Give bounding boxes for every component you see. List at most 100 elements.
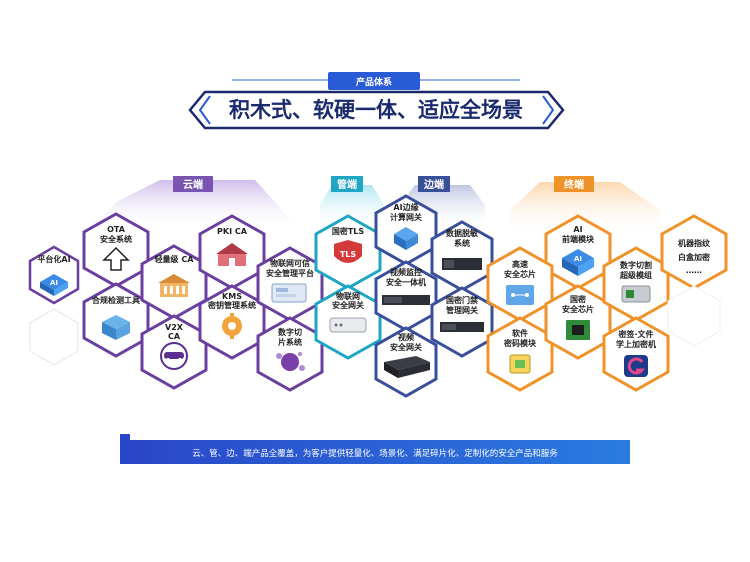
door-label: 国密门禁 — [446, 295, 478, 305]
encryption-label: 密签·文件 — [617, 329, 653, 339]
door-server-icon — [440, 322, 484, 332]
hex-ai-edge[interactable]: AI边缘 计算网关 — [374, 194, 438, 266]
hs-chip-label: 高速 — [512, 259, 528, 269]
g-logo-icon — [624, 355, 648, 377]
hex-fingerprint[interactable]: 机器指纹 白盒加密 …… — [660, 214, 728, 290]
sw-module-label-2: 密码模块 — [503, 338, 537, 348]
title-left-chevron — [198, 95, 211, 125]
iot-platform-label-2: 安全管理平台 — [266, 268, 314, 278]
header: 产品体系 积木式、软硬一体、适应全场景 — [188, 72, 565, 130]
rack-server-icon — [382, 295, 430, 305]
ai-module-label: AI — [573, 225, 582, 234]
svg-text:AI: AI — [50, 279, 58, 287]
hex-empty-left — [29, 308, 79, 366]
tls-label: 国密TLS — [332, 226, 365, 236]
building-icon — [158, 274, 190, 297]
digital-module-label-2: 超级模组 — [619, 270, 652, 280]
pipe-tag: 管端 — [337, 178, 357, 191]
tls-badge: TLS — [340, 250, 357, 259]
hex-gm-chip[interactable]: 国密 安全芯片 — [544, 284, 612, 360]
cloud-tag-box — [173, 176, 213, 192]
hex-ai-module[interactable]: AI 前端模块 AI — [544, 214, 612, 290]
footer-bg — [120, 440, 630, 464]
gm-chip-label: 国密 — [570, 294, 586, 304]
video-gateway-label: 视频 — [398, 332, 414, 342]
hex-empty-right — [667, 285, 721, 347]
hex-door[interactable]: 国密门禁 管理网关 — [430, 286, 494, 358]
hex-sw-module[interactable]: 软件 密码模块 — [486, 316, 554, 392]
hex-hs-chip[interactable]: 高速 安全芯片 — [486, 246, 554, 322]
desense-label-2: 系统 — [454, 238, 470, 248]
fingerprint-label-2: 白盒加密 — [678, 252, 710, 262]
hex-pki-ca[interactable]: PKI CA — [198, 214, 266, 290]
car-network-icon — [160, 342, 188, 370]
sw-module-label: 软件 — [512, 328, 528, 338]
edge-tag-box — [418, 176, 450, 192]
hex-ota[interactable]: OTA 安全系统 — [82, 212, 150, 288]
ai-platform-icon: AI — [40, 274, 68, 296]
svg-text:AI: AI — [574, 255, 582, 263]
header-tag-box — [328, 72, 420, 90]
light-ca-label: 轻量级 CA — [155, 254, 195, 264]
hex-ai-platform[interactable]: 平台化AI AI — [28, 245, 80, 311]
hex-kms[interactable]: KMS 密钥管理系统 — [198, 284, 266, 360]
hex-iot-platform[interactable]: 物联网可信 安全管理平台 — [256, 246, 324, 322]
footer-text: 云、管、边、端产品全覆盖，为客户提供轻量化、场景化、满足碎片化、定制化的安全产品… — [192, 448, 558, 459]
hex-tls[interactable]: 国密TLS TLS — [314, 214, 382, 290]
header-tag: 产品体系 — [356, 76, 392, 88]
v2x-label: V2X — [165, 323, 184, 332]
v2x-label-2: CA — [168, 332, 181, 341]
hex-video-monitor[interactable]: 视频监控 安全一体机 — [374, 260, 438, 332]
circuit-board-icon — [506, 285, 534, 305]
hex-encryption[interactable]: 密签·文件 学上加密机 — [602, 316, 670, 392]
chip-icon — [509, 354, 531, 374]
category-cloud-banner: 云端 — [85, 176, 300, 230]
encryption-label-2: 学上加密机 — [616, 339, 656, 349]
desense-label: 数据脱敏 — [446, 228, 478, 238]
category-pipe-banner: 管端 — [320, 176, 384, 230]
video-monitor-label: 视频监控 — [390, 267, 422, 277]
ai-edge-label: AI边缘 — [393, 202, 418, 212]
terminal-tag: 终端 — [564, 178, 584, 191]
title-frame — [188, 90, 565, 130]
kms-label: KMS — [222, 292, 242, 301]
pki-ca-label: PKI CA — [217, 227, 248, 236]
monitor-icon — [271, 283, 307, 303]
data-split-label: 数字切 — [278, 327, 302, 337]
tls-shield-icon: TLS — [334, 240, 362, 263]
ai-module-label-2: 前端模块 — [562, 234, 595, 244]
ota-label: OTA — [107, 225, 126, 234]
hex-compliance[interactable]: 合规检测工具 — [82, 282, 150, 358]
hex-digital-module[interactable]: 数字切割 超级模组 — [602, 246, 670, 322]
kms-label-2: 密钥管理系统 — [207, 300, 256, 310]
hex-video-gateway[interactable]: 视频 安全网关 — [374, 326, 438, 398]
iot-gateway-label-2: 安全网关 — [332, 300, 364, 310]
hex-iot-gateway[interactable]: 物联网 安全网关 — [314, 284, 382, 360]
video-monitor-label-2: 安全一体机 — [386, 277, 426, 287]
title-right-chevron — [542, 95, 555, 125]
hs-chip-label-2: 安全芯片 — [504, 269, 536, 279]
data-split-label-2: 片系统 — [278, 337, 302, 347]
iot-platform-label: 物联网可信 — [270, 258, 310, 268]
fingerprint-label: 机器指纹 — [678, 238, 711, 248]
iot-gateway-label: 物联网 — [336, 291, 360, 301]
ai-platform-label: 平台化AI — [37, 254, 70, 264]
door-label-2: 管理网关 — [446, 305, 478, 315]
hex-data-split[interactable]: 数字切 片系统 — [256, 316, 324, 392]
edge-tag: 边端 — [423, 178, 444, 191]
hex-light-ca[interactable]: 轻量级 CA — [140, 244, 208, 320]
cloud-tag: 云端 — [183, 178, 203, 191]
data-scatter-icon — [276, 352, 305, 371]
appliance-icon — [384, 356, 430, 378]
box-icon — [102, 315, 130, 340]
hex-v2x[interactable]: V2X CA — [140, 314, 208, 390]
pipe-tag-box — [331, 176, 363, 192]
ai-cube-icon: AI — [562, 249, 594, 276]
ota-label-2: 安全系统 — [100, 234, 132, 244]
hex-desense[interactable]: 数据脱敏 系统 — [430, 220, 494, 292]
house-icon — [216, 243, 248, 266]
gear-icon — [222, 313, 242, 339]
compliance-label: 合规检测工具 — [91, 295, 140, 305]
footer-bar: 云、管、边、端产品全覆盖，为客户提供轻量化、场景化、满足碎片化、定制化的安全产品… — [120, 434, 630, 464]
